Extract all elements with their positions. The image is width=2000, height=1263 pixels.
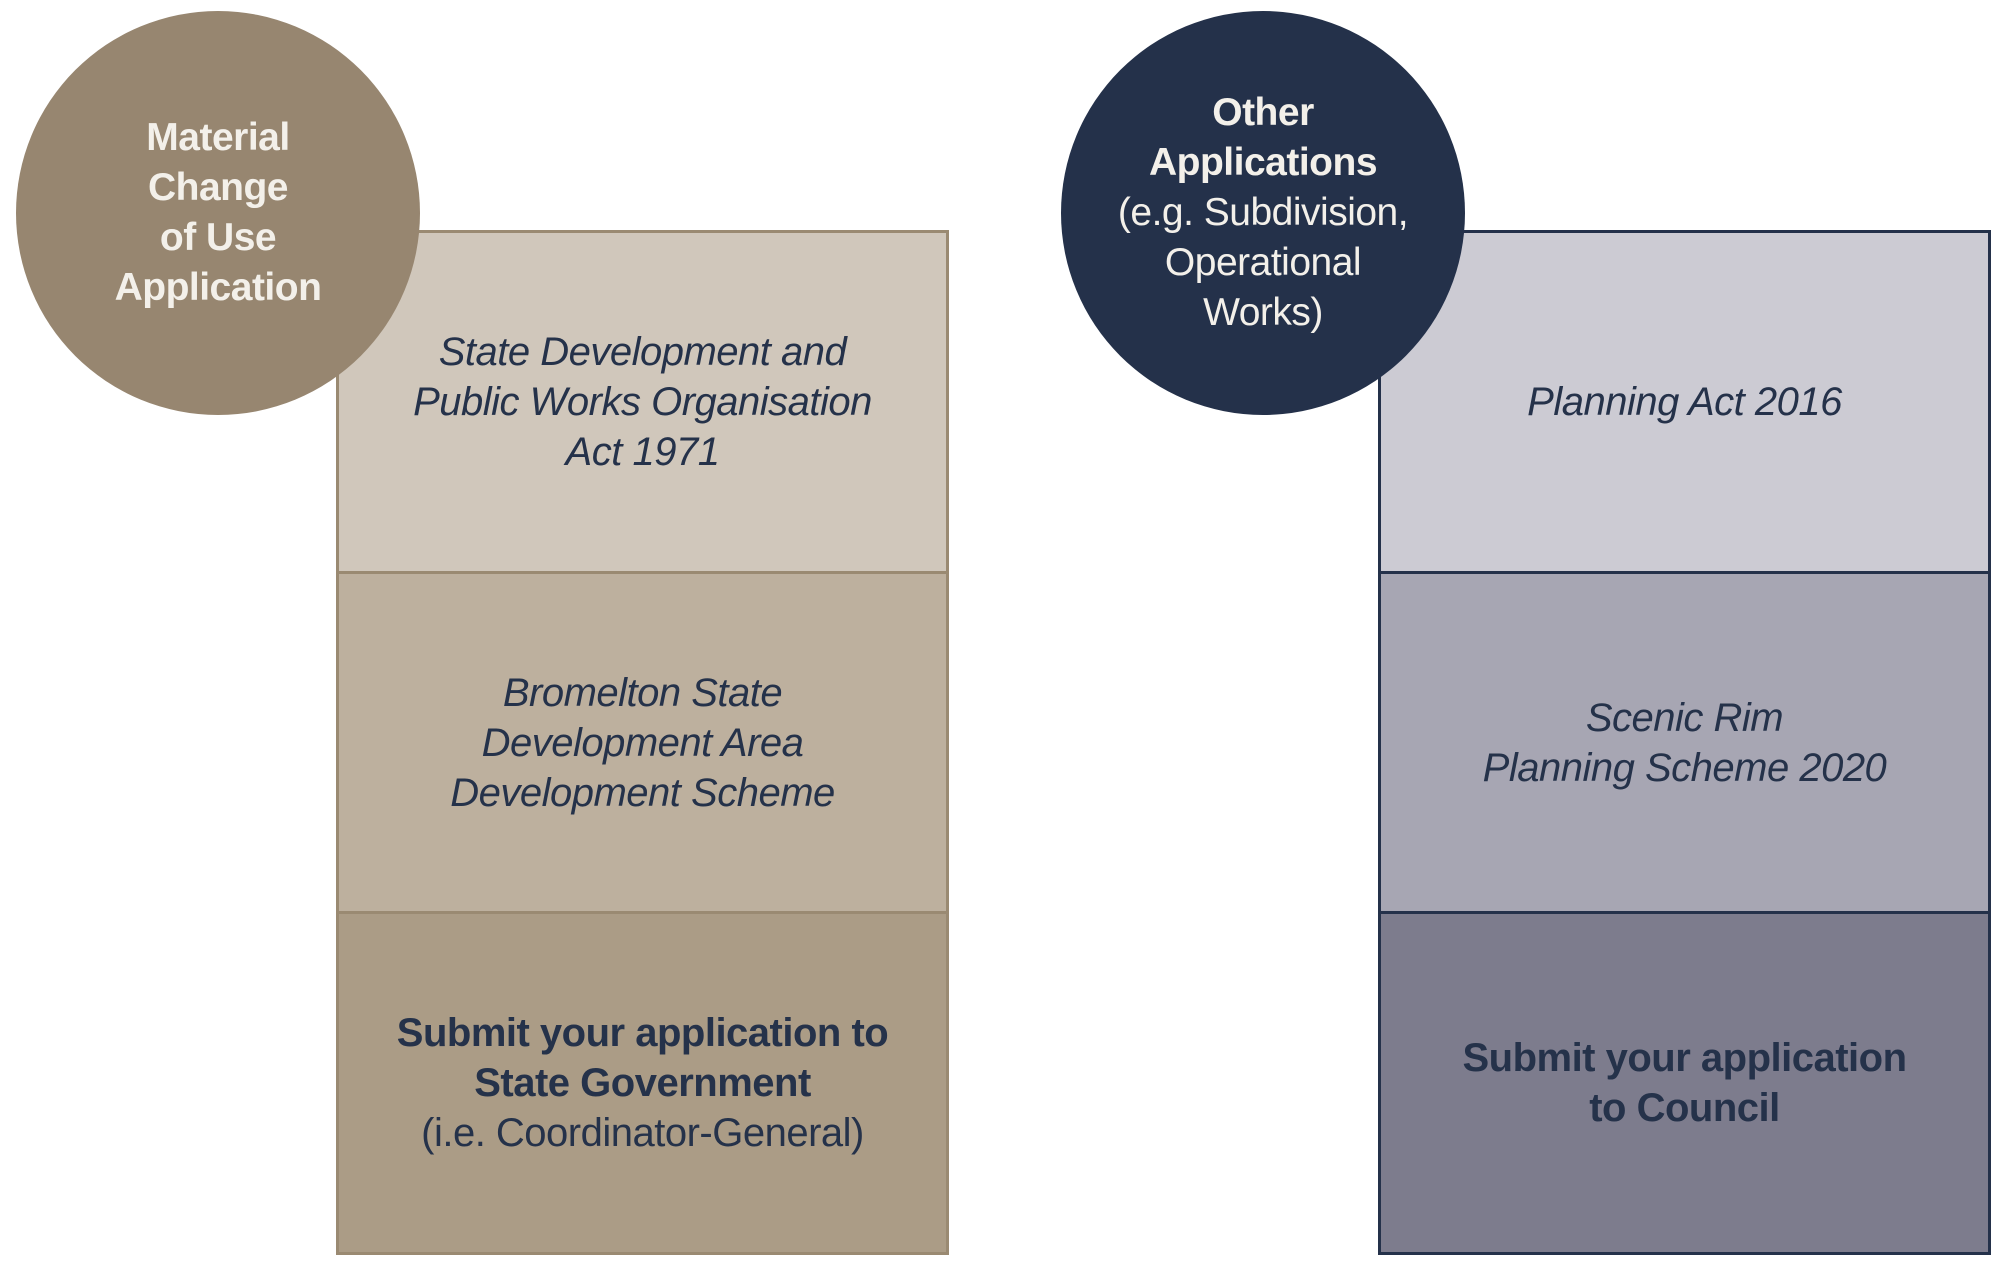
circle-text: Change	[147, 166, 289, 209]
cell-note: (i.e. Coordinator-General)	[421, 1111, 864, 1156]
circle-text: (e.g. Subdivision,	[1117, 191, 1409, 234]
material-change-of-use-circle: Material Change of Use Application	[16, 11, 420, 415]
cell-text: to Council	[1589, 1086, 1780, 1131]
cell-text: Public Works Organisation	[413, 379, 872, 424]
cell-text: Planning Act 2016	[1527, 379, 1842, 424]
other-applications-circle: Other Applications (e.g. Subdivision, Op…	[1061, 11, 1465, 415]
cell-text: Act 1971	[565, 429, 720, 474]
submit-state-government-cell: Submit your application to State Governm…	[339, 911, 946, 1253]
bromelton-scheme-cell: Bromelton State Development Area Develop…	[339, 570, 946, 912]
cell-text: Development Scheme	[450, 770, 835, 815]
council-pathway-box: Planning Act 2016 Scenic Rim Planning Sc…	[1378, 230, 1991, 1255]
circle-text: Application	[114, 266, 322, 309]
submit-council-cell: Submit your application to Council	[1381, 911, 1988, 1253]
cell-text: State Development and	[438, 329, 847, 374]
state-pathway-box: State Development and Public Works Organ…	[336, 230, 949, 1255]
circle-text: Material	[146, 116, 290, 159]
cell-text: Planning Scheme 2020	[1482, 745, 1887, 790]
scenic-rim-scheme-cell: Scenic Rim Planning Scheme 2020	[1381, 570, 1988, 912]
cell-text: State Government	[474, 1061, 811, 1106]
circle-text: Other	[1212, 91, 1314, 134]
cell-text: Scenic Rim	[1585, 695, 1784, 740]
circle-text: Works)	[1203, 291, 1323, 334]
state-development-act-cell: State Development and Public Works Organ…	[339, 233, 946, 571]
planning-act-cell: Planning Act 2016	[1381, 233, 1988, 571]
circle-text: Operational	[1164, 241, 1362, 284]
cell-text: Submit your application to	[396, 1011, 889, 1056]
circle-text: Applications	[1148, 141, 1378, 184]
circle-text: of Use	[159, 216, 277, 259]
cell-text: Development Area	[481, 720, 804, 765]
cell-text: Bromelton State	[502, 670, 783, 715]
cell-text: Submit your application	[1462, 1036, 1907, 1081]
